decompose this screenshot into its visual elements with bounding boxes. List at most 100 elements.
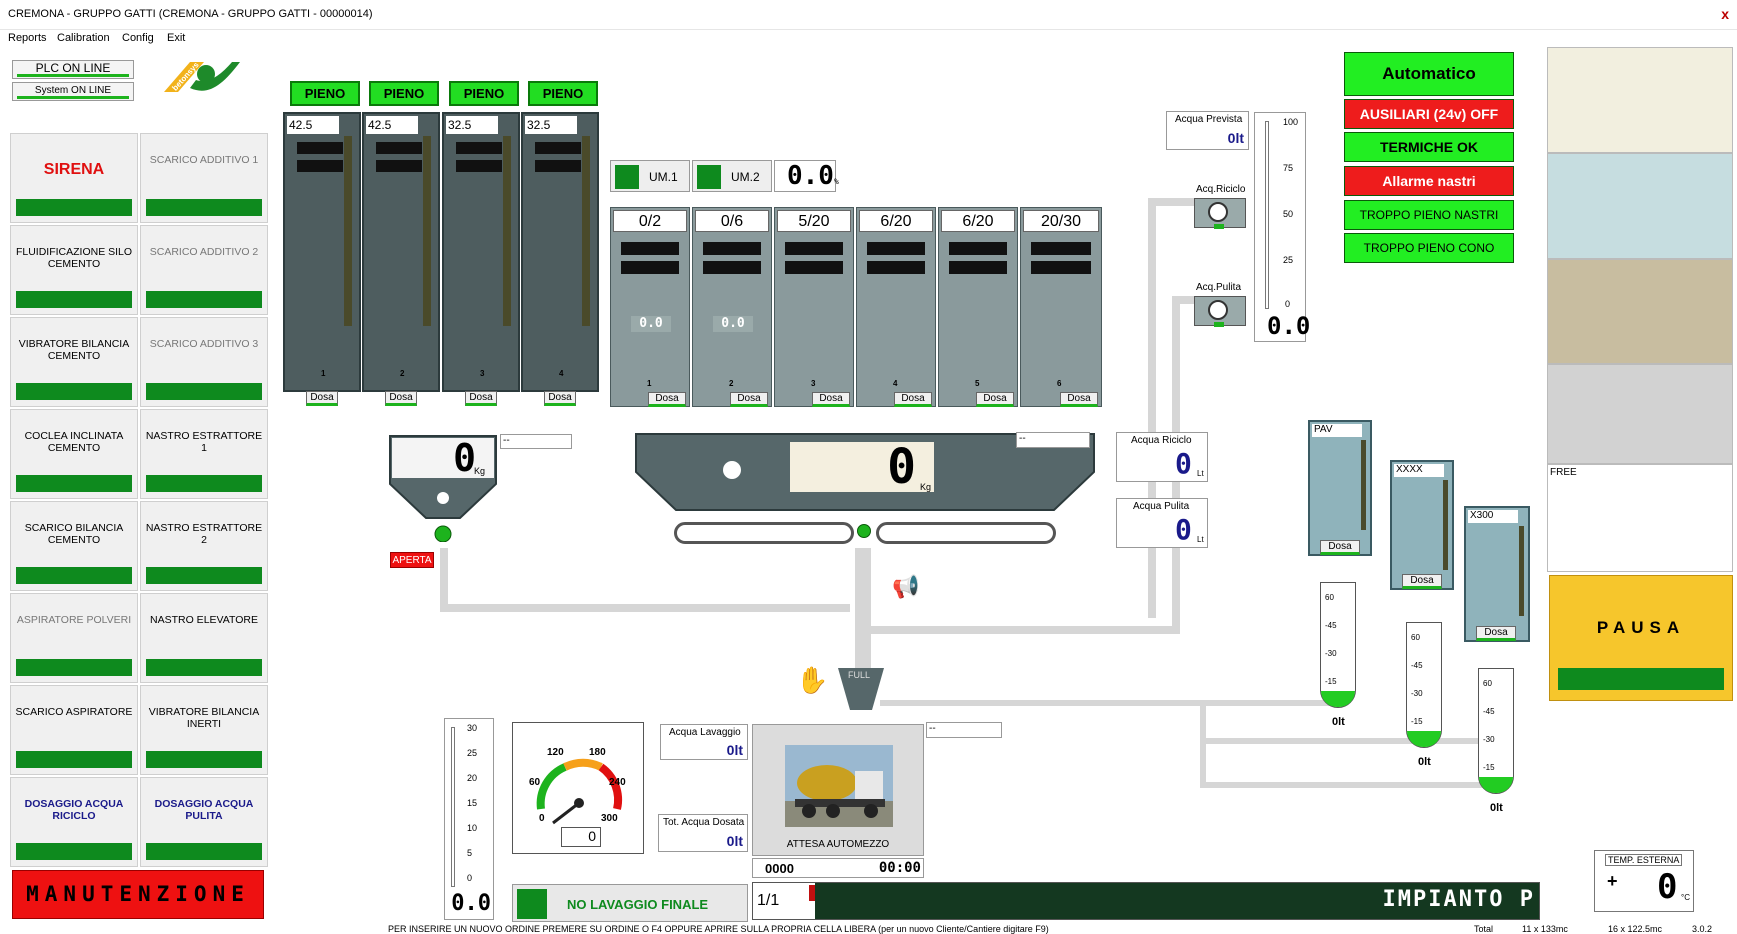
cylinder-tick: -30: [1483, 735, 1495, 744]
bin-number: 1: [647, 379, 652, 388]
hand-stop-icon[interactable]: ✋: [796, 665, 829, 695]
additive-xxxx-dosa-button[interactable]: Dosa: [1402, 574, 1442, 589]
button-label: SCARICO BILANCIA CEMENTO: [24, 522, 124, 546]
menu-calibration[interactable]: Calibration: [57, 32, 110, 44]
swatch-4[interactable]: [1547, 364, 1733, 464]
bin-window: [785, 242, 843, 255]
bin-number: 6: [1057, 379, 1062, 388]
valve-pulita[interactable]: Acq.Pulita: [1194, 282, 1246, 328]
bin-window: [867, 261, 925, 274]
scarico-additivo-1-button[interactable]: SCARICO ADDITIVO 1: [140, 133, 268, 223]
bin-4-dosa-button[interactable]: Dosa: [894, 392, 932, 407]
water-level-gauge: 100 75 50 25 0 0.0: [1254, 112, 1311, 342]
pipe: [440, 548, 448, 612]
swatch-2[interactable]: [1547, 153, 1733, 259]
coclea-button[interactable]: COCLEA INCLINATA CEMENTO: [10, 409, 138, 499]
silo-value: 42.5: [287, 116, 339, 134]
acqua-pulita-value: 0: [1175, 513, 1192, 546]
megaphone-icon[interactable]: 📢: [892, 574, 920, 599]
gauge-readout: 0.0: [1267, 312, 1311, 340]
mixer-full-label: FULL: [848, 670, 871, 680]
nastro-estrattore-1-button[interactable]: NASTRO ESTRATTORE 1: [140, 409, 268, 499]
button-label: DOSAGGIO ACQUA PULITA: [154, 798, 254, 822]
scarico-aspiratore-button[interactable]: SCARICO ASPIRATORE: [10, 685, 138, 775]
silo-number: 4: [559, 369, 564, 378]
menu-reports[interactable]: Reports: [8, 32, 47, 44]
lavaggio-finale-button[interactable]: NO LAVAGGIO FINALE: [512, 884, 748, 922]
ausiliari-status: AUSILIARI (24v) OFF: [1344, 99, 1514, 129]
additive-x300-dosa-button[interactable]: Dosa: [1476, 626, 1516, 641]
menu-exit[interactable]: Exit: [167, 32, 186, 44]
cylinder-tick: -45: [1411, 661, 1423, 670]
level-strip: [1443, 480, 1448, 570]
swatch-1[interactable]: [1547, 47, 1733, 153]
additive-pav-dosa-button[interactable]: Dosa: [1320, 540, 1360, 555]
pausa-button[interactable]: PAUSA: [1549, 575, 1733, 701]
button-label: NASTRO ESTRATTORE 2: [145, 522, 263, 546]
nastro-elevatore-button[interactable]: NASTRO ELEVATORE: [140, 593, 268, 683]
silo-2-dosa-button[interactable]: Dosa: [385, 391, 417, 406]
title-bar: CREMONA - GRUPPO GATTI (CREMONA - GRUPPO…: [0, 0, 1737, 30]
bin-number: 4: [893, 379, 898, 388]
dosaggio-riciclo-button[interactable]: DOSAGGIO ACQUA RICICLO: [10, 777, 138, 867]
cement-scale-value: 0: [392, 438, 494, 478]
bin-label: 0/6: [695, 210, 769, 232]
pipe: [1200, 738, 1486, 744]
bin-label: 6/20: [859, 210, 933, 232]
bin-6-dosa-button[interactable]: Dosa: [1060, 392, 1098, 407]
menu-config[interactable]: Config: [122, 32, 154, 44]
bin-5-dosa-button[interactable]: Dosa: [976, 392, 1014, 407]
footer-m1: 11 x 133mc: [1522, 924, 1568, 934]
cylinder-fill: [1321, 691, 1355, 707]
silo-value: 32.5: [446, 116, 498, 134]
indicator: [16, 199, 132, 216]
vibratore-inerti-button[interactable]: VIBRATORE BILANCIA INERTI: [140, 685, 268, 775]
aggregate-scale: 0 Kg: [634, 432, 1096, 512]
mode-automatico-button[interactable]: Automatico: [1344, 52, 1514, 96]
aggregate-scale-tag: --: [1016, 432, 1090, 448]
betonsys-logo: betonsys: [160, 56, 242, 102]
aggregate-scale-unit: Kg: [920, 482, 932, 492]
acqua-prevista-value: 0lt: [1227, 130, 1244, 146]
silo-number: 2: [400, 369, 405, 378]
dosaggio-pulita-button[interactable]: DOSAGGIO ACQUA PULITA: [140, 777, 268, 867]
valve-riciclo[interactable]: Acq.Riciclo: [1194, 184, 1246, 230]
silo-4-dosa-button[interactable]: Dosa: [544, 391, 576, 406]
scarico-additivo-2-button[interactable]: SCARICO ADDITIVO 2: [140, 225, 268, 315]
silo-3-dosa-button[interactable]: Dosa: [465, 391, 497, 406]
silo-1-dosa-button[interactable]: Dosa: [306, 391, 338, 406]
indicator: [146, 751, 262, 768]
cement-scale-unit: Kg: [474, 466, 486, 476]
truck-code: 0000: [765, 861, 794, 876]
silo-window: [535, 142, 581, 154]
gauge-tick: 25: [467, 748, 478, 758]
termiche-status: TERMICHE OK: [1344, 132, 1514, 162]
truck-status: ATTESA AUTOMEZZO: [786, 839, 890, 850]
bin-1-dosa-button[interactable]: Dosa: [648, 392, 686, 407]
truck-time: 00:00: [878, 860, 921, 876]
vibratore-cemento-button[interactable]: VIBRATORE BILANCIA CEMENTO: [10, 317, 138, 407]
level-strip: [503, 136, 511, 326]
bin-3-dosa-button[interactable]: Dosa: [812, 392, 850, 407]
scarico-bilancia-button[interactable]: SCARICO BILANCIA CEMENTO: [10, 501, 138, 591]
silo-window: [456, 142, 502, 154]
bin-window: [703, 242, 761, 255]
swatch-free[interactable]: FREE: [1547, 464, 1733, 572]
sirena-button[interactable]: SIRENA: [10, 133, 138, 223]
dial-tick: 60: [529, 777, 541, 788]
swatch-3[interactable]: [1547, 259, 1733, 364]
aspiratore-button[interactable]: ASPIRATORE POLVERI: [10, 593, 138, 683]
level-strip: [1361, 440, 1366, 530]
scarico-additivo-3-button[interactable]: SCARICO ADDITIVO 3: [140, 317, 268, 407]
um2-button[interactable]: UM.2: [692, 160, 772, 192]
bin-2-dosa-button[interactable]: Dosa: [730, 392, 768, 407]
nastro-estrattore-2-button[interactable]: NASTRO ESTRATTORE 2: [140, 501, 268, 591]
valve-wheel-icon: [1208, 300, 1228, 320]
level-strip: [1519, 526, 1524, 616]
manutenzione-button[interactable]: MANUTENZIONE: [12, 870, 264, 919]
um1-button[interactable]: UM.1: [610, 160, 690, 192]
close-icon[interactable]: x: [1721, 6, 1729, 22]
additive-2-total: 0lt: [1418, 756, 1431, 768]
aggregate-bin-6: 20/30 6: [1020, 207, 1102, 407]
fluidificazione-button[interactable]: FLUIDIFICAZIONE SILO CEMENTO: [10, 225, 138, 315]
